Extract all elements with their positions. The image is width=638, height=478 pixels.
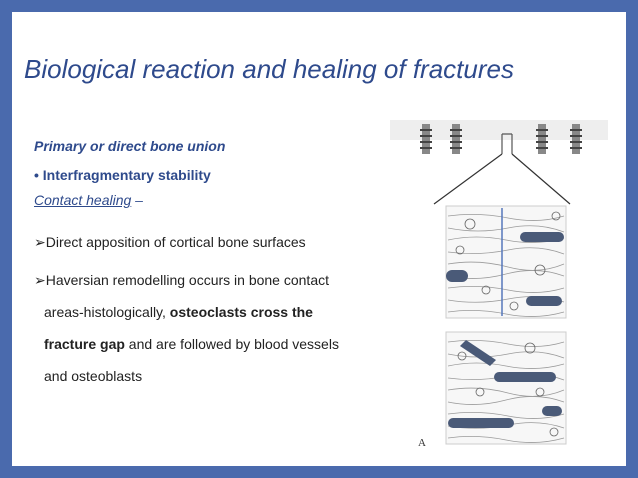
- figure-label: A: [418, 437, 426, 449]
- slide-title: Biological reaction and healing of fract…: [24, 54, 514, 84]
- osteocytes: [455, 211, 561, 311]
- osteocytes: [457, 342, 559, 437]
- subheading: Primary or direct bone union: [34, 138, 226, 154]
- point-2-line-1: ➢Haversian remodelling occurs in bone co…: [34, 272, 329, 289]
- zoom-lines: [433, 153, 571, 205]
- point-2-bold-1: osteoclasts cross the: [169, 304, 313, 320]
- plate-strip: [390, 120, 608, 140]
- point-2-line-4: and osteoblasts: [44, 368, 142, 384]
- point-2-line-2: areas-histologically, osteoclasts cross …: [44, 304, 313, 320]
- bone-contact-healing-illustration: A: [390, 120, 608, 449]
- screw-icon: [450, 124, 462, 154]
- screw-icon: [420, 124, 432, 154]
- collagen-fibers: [447, 214, 565, 317]
- point-2-bold-2: fracture gap: [44, 336, 125, 352]
- bullet-mark: •: [34, 167, 39, 183]
- point-2-text-2: areas-histologically,: [44, 304, 170, 320]
- arrow-bullet-icon: ➢: [34, 272, 46, 288]
- fracture-gap-marker: [501, 133, 513, 154]
- osteoclast-cells: [446, 232, 564, 306]
- point-2-text-3: and are followed by blood vessels: [124, 336, 339, 352]
- point-1: ➢Direct apposition of cortical bone surf…: [34, 234, 306, 251]
- bullet-item: • Interfragmentary stability: [34, 167, 211, 183]
- point-2-line-3: fracture gap and are followed by blood v…: [44, 336, 339, 352]
- slide: Biological reaction and healing of fract…: [12, 12, 626, 466]
- point-2-text-4: and osteoblasts: [44, 368, 143, 384]
- osteoclast-cells: [448, 340, 562, 428]
- point-1-text: Direct apposition of cortical bone surfa…: [45, 234, 306, 250]
- histology-figure: A: [390, 120, 608, 450]
- point-2-text-1: Haversian remodelling occurs in bone con…: [45, 272, 329, 288]
- arrow-bullet-icon: ➢: [34, 234, 46, 250]
- contact-healing-label: Contact healing: [34, 192, 132, 208]
- contact-healing-dash: –: [131, 192, 143, 208]
- screw-icon: [570, 124, 582, 154]
- screw-icon: [536, 124, 548, 154]
- contact-healing-line: Contact healing –: [34, 192, 143, 208]
- bullet-text: Interfragmentary stability: [42, 167, 211, 183]
